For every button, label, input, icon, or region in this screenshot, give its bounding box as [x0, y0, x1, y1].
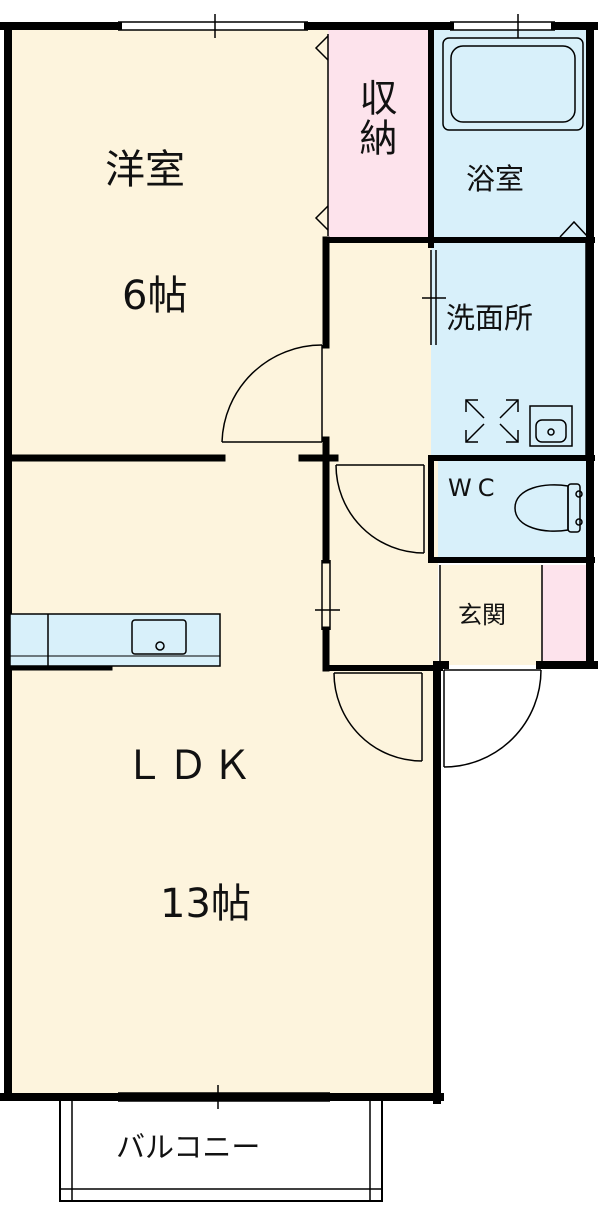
bath-label: 浴室: [466, 162, 525, 196]
door-swings: [221, 250, 542, 768]
ldk-size: 13帖: [160, 881, 251, 927]
sink-icon: [529, 405, 573, 447]
storage-floor: [328, 30, 431, 240]
bathtub-icon: [442, 37, 584, 131]
kitchen-sink-icon: [9, 613, 221, 667]
walls: [0, 22, 598, 1104]
entrance-shoe-area: [542, 565, 588, 665]
bath-floor: [431, 30, 590, 237]
balcony-label: バルコニー: [116, 1130, 261, 1164]
storage-label: 収納: [353, 78, 397, 158]
western-room-size: 6帖: [122, 273, 188, 319]
western-room-label: 洋室: [105, 147, 185, 193]
ldk-label: ＬＤＫ: [124, 743, 256, 789]
western-room-floor: [10, 30, 328, 458]
wc-label: WC: [448, 474, 501, 502]
washing-machine-icon: [465, 399, 519, 443]
wc-floor: [431, 458, 590, 558]
entrance-floor: [440, 565, 542, 665]
toilet-icon: [514, 483, 583, 533]
washroom-label: 洗面所: [446, 301, 534, 335]
balcony-outline: [59, 1096, 383, 1202]
entrance-label: 玄関: [458, 601, 506, 629]
ldk-floor: [10, 458, 438, 1094]
windows: [118, 14, 555, 1109]
storage-door: [314, 34, 329, 236]
